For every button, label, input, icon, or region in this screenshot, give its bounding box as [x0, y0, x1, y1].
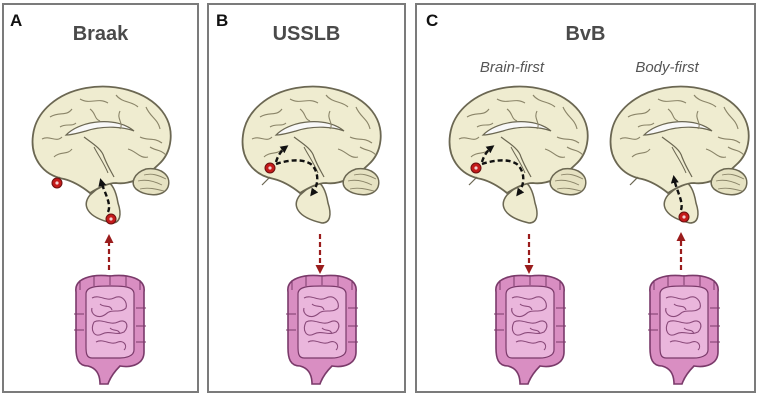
brain-icon: [31, 85, 172, 224]
dashed-arrow: [98, 178, 111, 213]
brain-icon: [448, 85, 589, 224]
intestine-icon: [73, 274, 147, 385]
panel-title: USSLB: [272, 23, 341, 45]
dashed-arrow: [670, 175, 683, 211]
intestine-icon: [285, 274, 359, 385]
brain-icon: [241, 85, 382, 224]
dashed-arrow: [274, 145, 289, 163]
panel-title: Braak: [72, 23, 129, 45]
intestine-icon: [493, 274, 567, 385]
dashed-arrow: [481, 159, 525, 197]
subtitle-brain-first: Brain-first: [479, 59, 545, 76]
panel-letter: C: [426, 11, 439, 30]
dashed-arrow: [275, 159, 319, 197]
subtitle-body-first: Body-first: [635, 59, 699, 76]
panel-title: BvB: [565, 23, 606, 45]
dashed-arrow: [480, 145, 495, 163]
intestine-icon: [647, 274, 721, 385]
panel-letter: A: [10, 11, 23, 30]
panel-letter: B: [216, 11, 229, 30]
brain-icon: [609, 85, 750, 224]
